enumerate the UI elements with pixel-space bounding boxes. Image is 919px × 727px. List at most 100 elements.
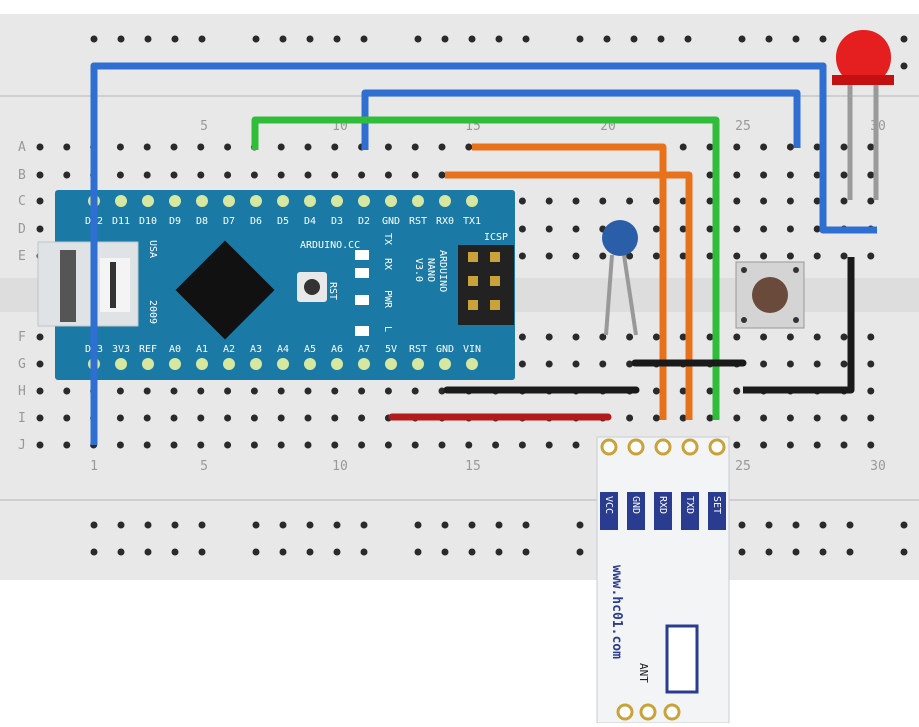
breadboard-hole — [36, 387, 44, 395]
breadboard-hole — [786, 441, 794, 449]
breadboard-hole — [438, 441, 446, 449]
rail-hole — [306, 548, 314, 556]
rail-hole — [900, 548, 908, 556]
breadboard-hole — [786, 143, 794, 151]
hc12-pin-label: SET — [711, 496, 722, 514]
rail-hole — [792, 548, 800, 556]
push-button[interactable] — [735, 261, 805, 329]
rail-hole — [441, 35, 449, 43]
breadboard-hole — [411, 143, 419, 151]
rail-hole — [792, 35, 800, 43]
nano-pin — [196, 358, 208, 370]
breadboard-hole — [384, 143, 392, 151]
breadboard-hole — [170, 441, 178, 449]
rail-hole — [414, 548, 422, 556]
rail-hole — [603, 35, 611, 43]
ceramic-capacitor — [602, 220, 638, 336]
row-label: B — [18, 168, 26, 183]
breadboard-hole — [170, 171, 178, 179]
row-label: E — [18, 249, 26, 264]
breadboard-hole — [63, 414, 71, 422]
breadboard-hole — [224, 387, 232, 395]
nano-pin — [466, 195, 478, 207]
breadboard-hole — [304, 143, 312, 151]
rail-hole — [468, 35, 476, 43]
breadboard-hole — [706, 197, 714, 205]
breadboard-hole — [545, 197, 553, 205]
breadboard-hole — [626, 360, 634, 368]
breadboard-hole — [116, 441, 124, 449]
breadboard-hole — [626, 197, 634, 205]
nano-pin — [250, 195, 262, 207]
breadboard-hole — [197, 441, 205, 449]
breadboard-hole — [197, 143, 205, 151]
hc12-pin-label: GND — [630, 496, 641, 514]
breadboard-hole — [813, 252, 821, 260]
nano-pin — [223, 358, 235, 370]
led-label: TX — [382, 233, 393, 245]
breadboard-hole — [36, 414, 44, 422]
breadboard-hole — [116, 171, 124, 179]
row-label: J — [18, 438, 26, 453]
breadboard-hole — [331, 143, 339, 151]
rail-hole — [144, 521, 152, 529]
rail-hole — [765, 35, 773, 43]
nano-pin-label: VIN — [463, 344, 481, 355]
breadboard-hole — [518, 441, 526, 449]
nano-pin-label: 3V3 — [112, 344, 130, 355]
rail-hole — [468, 521, 476, 529]
breadboard-hole — [572, 360, 580, 368]
nano-pin — [412, 358, 424, 370]
breadboard-hole — [786, 333, 794, 341]
breadboard-hole — [36, 197, 44, 205]
breadboard-hole — [170, 414, 178, 422]
breadboard-hole — [733, 387, 741, 395]
breadboard-hole — [786, 414, 794, 422]
column-label: 30 — [870, 459, 886, 474]
breadboard-hole — [304, 387, 312, 395]
breadboard-hole — [384, 387, 392, 395]
breadboard-hole — [384, 171, 392, 179]
breadboard-hole — [786, 225, 794, 233]
breadboard-hole — [358, 441, 366, 449]
breadboard-hole — [733, 171, 741, 179]
rail-hole — [198, 521, 206, 529]
breadboard-hole — [545, 333, 553, 341]
breadboard-hole — [733, 414, 741, 422]
breadboard-hole — [572, 197, 580, 205]
breadboard-hole — [760, 225, 768, 233]
breadboard-hole — [652, 414, 660, 422]
breadboard-hole — [867, 387, 875, 395]
rail-hole — [198, 35, 206, 43]
nano-pin-label: GND — [382, 216, 400, 227]
breadboard-hole — [465, 143, 473, 151]
nano-pin — [304, 195, 316, 207]
breadboard-hole — [545, 441, 553, 449]
breadboard-hole — [572, 252, 580, 260]
hc12-pin-tag — [627, 492, 645, 530]
breadboard-hole — [867, 252, 875, 260]
breadboard-hole — [813, 333, 821, 341]
breadboard-hole — [840, 360, 848, 368]
breadboard-hole — [840, 333, 848, 341]
nano-pin-label: A2 — [223, 344, 235, 355]
nano-pin-label: A1 — [196, 344, 208, 355]
breadboard-hole — [143, 414, 151, 422]
nano-pin-label: A5 — [304, 344, 316, 355]
hc12-pin-tag — [600, 492, 618, 530]
model-label: ARDUINO — [437, 250, 448, 292]
breadboard-hole — [626, 333, 634, 341]
row-label: C — [18, 194, 26, 209]
breadboard-hole — [679, 225, 687, 233]
row-label: A — [18, 140, 26, 155]
hc12-pin-tag — [681, 492, 699, 530]
breadboard-hole — [411, 387, 419, 395]
breadboard-hole — [304, 441, 312, 449]
column-label: 25 — [735, 459, 751, 474]
breadboard-hole — [813, 171, 821, 179]
nano-pin-label: D8 — [196, 216, 208, 227]
orange-wire-b — [445, 171, 693, 420]
breadboard-hole — [411, 441, 419, 449]
rail-hole — [738, 521, 746, 529]
rail-hole — [765, 548, 773, 556]
